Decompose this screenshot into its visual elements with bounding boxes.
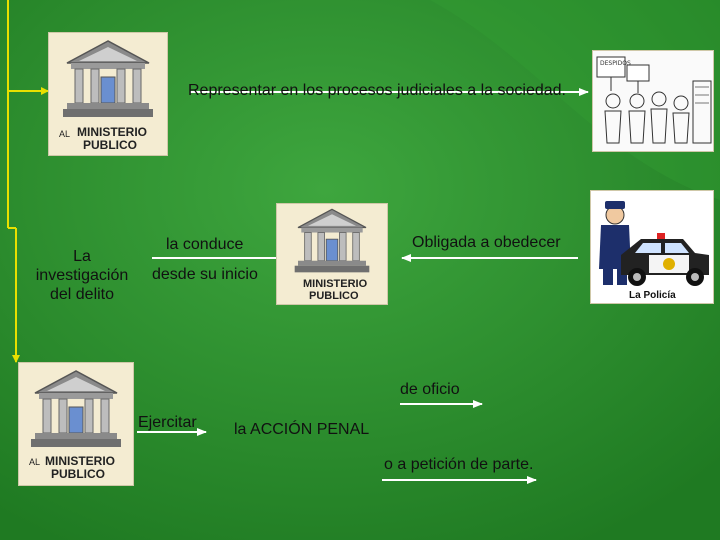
ministerio-prefix: AL xyxy=(29,457,41,467)
text-peticion: o a petición de parte. xyxy=(384,456,534,473)
ministerio-badge-middle: MINISTERIO PUBLICO xyxy=(276,203,388,305)
ministerio-label-line2: PUBLICO xyxy=(51,467,105,481)
ministerio-badge-bottom: AL MINISTERIO PUBLICO xyxy=(18,362,134,486)
ministerio-label-line2: PUBLICO xyxy=(309,290,359,302)
ministerio-label-line1: MINISTERIO xyxy=(45,454,116,468)
ministerio-label-line2: PUBLICO xyxy=(83,138,137,152)
courthouse-icon xyxy=(294,208,370,273)
connector-bracket xyxy=(7,0,49,363)
text-ejercitar: Ejercitar xyxy=(138,414,197,431)
protest-cartoon: DESPIDOS xyxy=(592,50,714,152)
label-investigacion: La investigación del delito xyxy=(35,248,129,303)
text-desde-su-inicio: desde su inicio xyxy=(152,266,258,283)
protest-cartoon-drawing: DESPIDOS xyxy=(593,51,713,151)
ministerio-label-line1: MINISTERIO xyxy=(303,278,368,290)
cartoon-sign-text: DESPIDOS xyxy=(600,60,631,67)
courthouse-icon xyxy=(31,370,121,447)
text-la-conduce: la conduce xyxy=(166,236,244,253)
text-obligada: Obligada a obedecer xyxy=(412,234,561,251)
ministerio-prefix: AL xyxy=(59,129,71,139)
police-car-icon xyxy=(591,191,713,303)
statement-representar: Representar en los procesos judiciales a… xyxy=(188,82,566,99)
police-caption: La Policía xyxy=(629,290,676,301)
text-de-oficio: de oficio xyxy=(400,381,460,398)
courthouse-icon xyxy=(63,40,153,117)
ministerio-label-line1: MINISTERIO xyxy=(77,125,148,139)
ministerio-badge-top: AL MINISTERIO PUBLICO xyxy=(48,32,168,156)
police-picture: La Policía xyxy=(590,190,714,304)
text-accion-penal: la ACCIÓN PENAL xyxy=(234,421,370,438)
